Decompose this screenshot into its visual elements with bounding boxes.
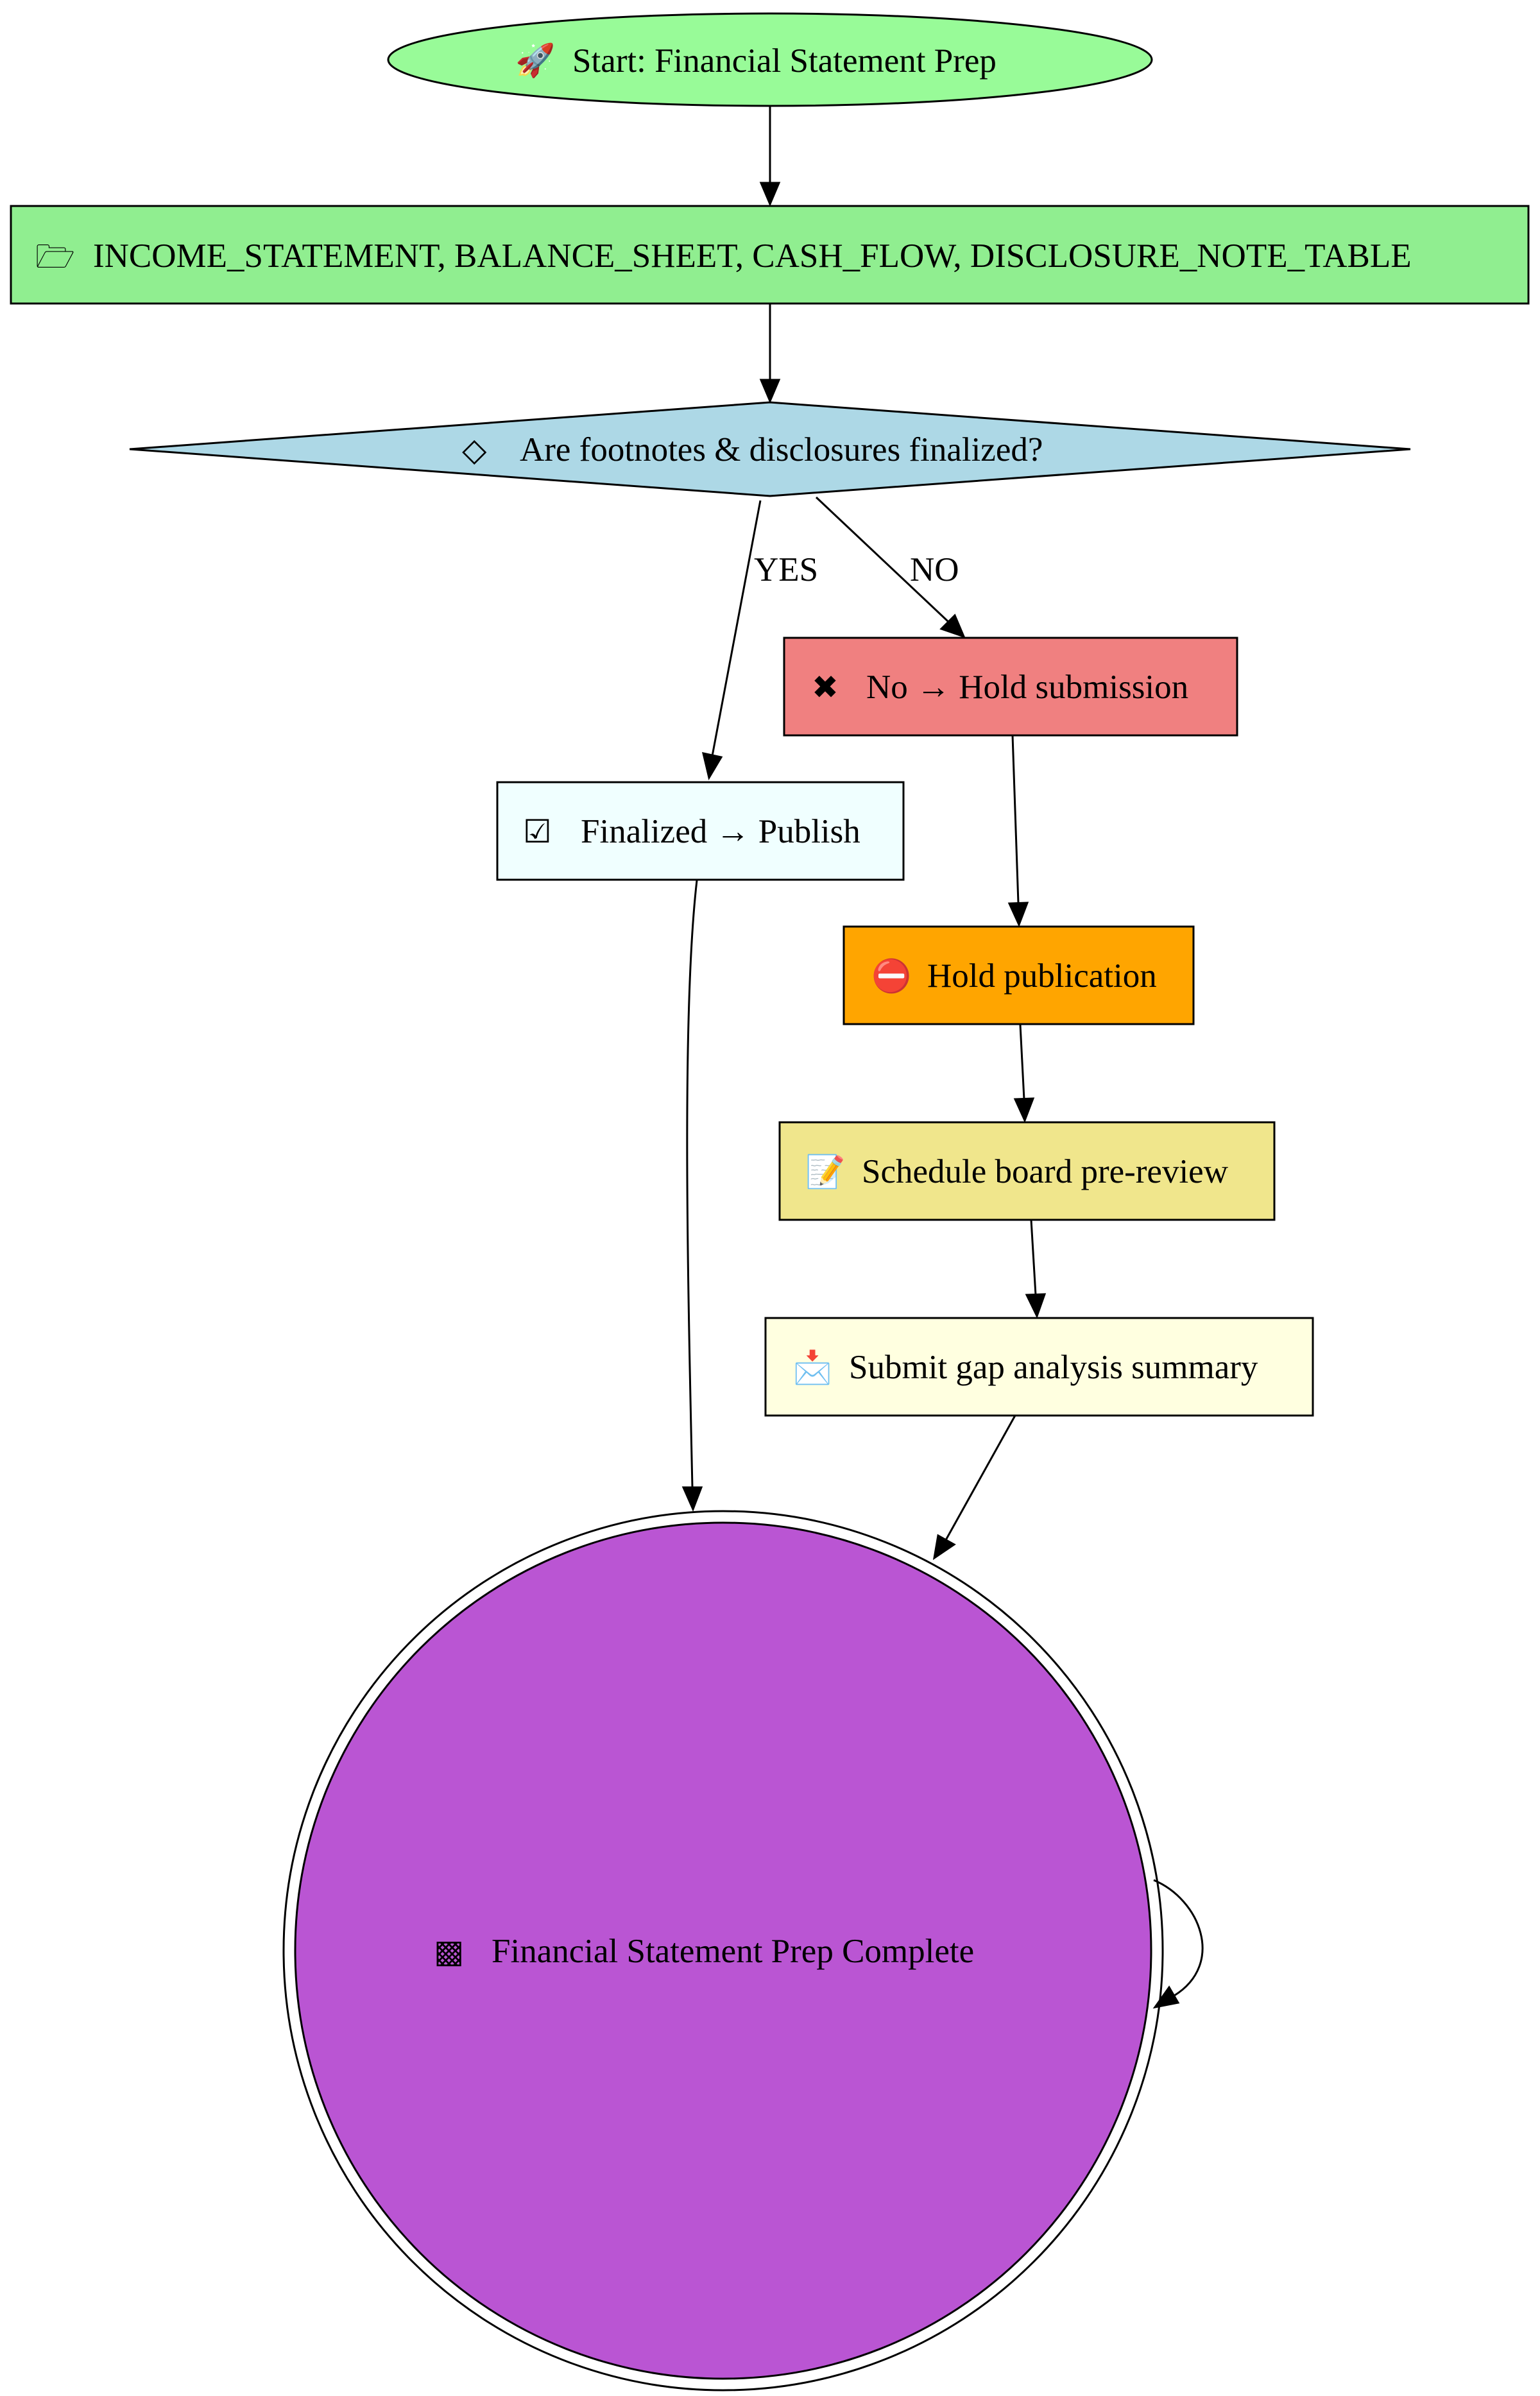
cross-mark-icon: ✖ — [812, 669, 839, 706]
edges: YES NO — [681, 106, 1204, 2009]
arrowhead — [681, 1486, 703, 1512]
node-label: Start: Financial Statement Prep — [572, 42, 997, 80]
edge-no-hold-to-hold-pub — [1011, 735, 1020, 904]
node-shape — [764, 1317, 1314, 1417]
check-box-icon: ☑ — [523, 813, 552, 850]
node-hold-publication: ⛔ Hold publication — [843, 925, 1195, 1025]
folder-open-icon: 🗁 — [35, 238, 75, 275]
memo-icon: 📝 — [805, 1153, 845, 1190]
node-shape — [294, 1521, 1152, 2380]
edge-schedule-to-submit — [1030, 1219, 1037, 1296]
arrowhead — [1152, 1985, 1180, 2009]
node-submit: 📩 Submit gap analysis summary — [764, 1317, 1314, 1417]
checkered-flag-icon: ▩ — [434, 1933, 464, 1970]
edge-submit-to-end — [945, 1415, 1016, 1541]
arrowhead — [1025, 1293, 1047, 1319]
no-entry-icon: ⛔ — [871, 957, 911, 995]
diamond-icon: ◇ — [462, 431, 487, 468]
node-no-hold: ✖ No → Hold submission — [783, 637, 1238, 737]
node-end: ▩ Financial Statement Prep Complete — [282, 1510, 1164, 2392]
edge-label-no: NO — [910, 551, 959, 588]
node-schedule: 📝 Schedule board pre-review — [778, 1121, 1276, 1221]
arrowhead — [759, 182, 781, 207]
node-finalized: ☑ Finalized → Publish — [496, 781, 905, 881]
node-label: Are footnotes & disclosures finalized? — [520, 431, 1043, 468]
edge-finalized-to-end — [686, 880, 698, 1488]
arrowhead — [759, 379, 781, 404]
arrowhead — [701, 752, 723, 780]
envelope-arrow-icon: 📩 — [792, 1349, 832, 1386]
node-label: Schedule board pre-review — [862, 1153, 1229, 1190]
node-shape — [778, 1121, 1276, 1221]
arrowhead — [1007, 902, 1029, 927]
node-label: Submit gap analysis summary — [849, 1349, 1258, 1386]
node-shape — [843, 925, 1195, 1025]
node-start: 🚀 Start: Financial Statement Prep — [387, 12, 1153, 107]
arrowhead — [932, 1534, 956, 1561]
node-outer-ring — [282, 1510, 1164, 2392]
arrowhead — [1013, 1097, 1035, 1123]
edge-hold-pub-to-schedule — [1019, 1024, 1025, 1100]
node-shape — [10, 205, 1530, 305]
edge-label-yes: YES — [754, 551, 818, 588]
node-decision: ◇ Are footnotes & disclosures finalized? — [129, 401, 1411, 497]
node-label: Financial Statement Prep Complete — [492, 1933, 974, 1970]
node-label: Hold publication — [927, 957, 1157, 995]
node-label: Finalized → Publish — [581, 813, 860, 850]
arrowhead — [939, 613, 966, 638]
rocket-icon: 🚀 — [515, 42, 555, 79]
edge-end-self-loop — [1153, 1879, 1204, 1997]
node-tables: 🗁 INCOME_STATEMENT, BALANCE_SHEET, CASH_… — [10, 205, 1530, 305]
node-label: INCOME_STATEMENT, BALANCE_SHEET, CASH_FL… — [93, 237, 1412, 275]
edge-decision-to-finalized — [711, 500, 762, 757]
node-shape — [129, 401, 1411, 497]
node-shape — [387, 12, 1153, 107]
edge-decision-to-no-hold — [815, 496, 950, 623]
node-shape — [496, 781, 905, 881]
node-label: No → Hold submission — [866, 669, 1188, 706]
node-shape — [783, 637, 1238, 737]
